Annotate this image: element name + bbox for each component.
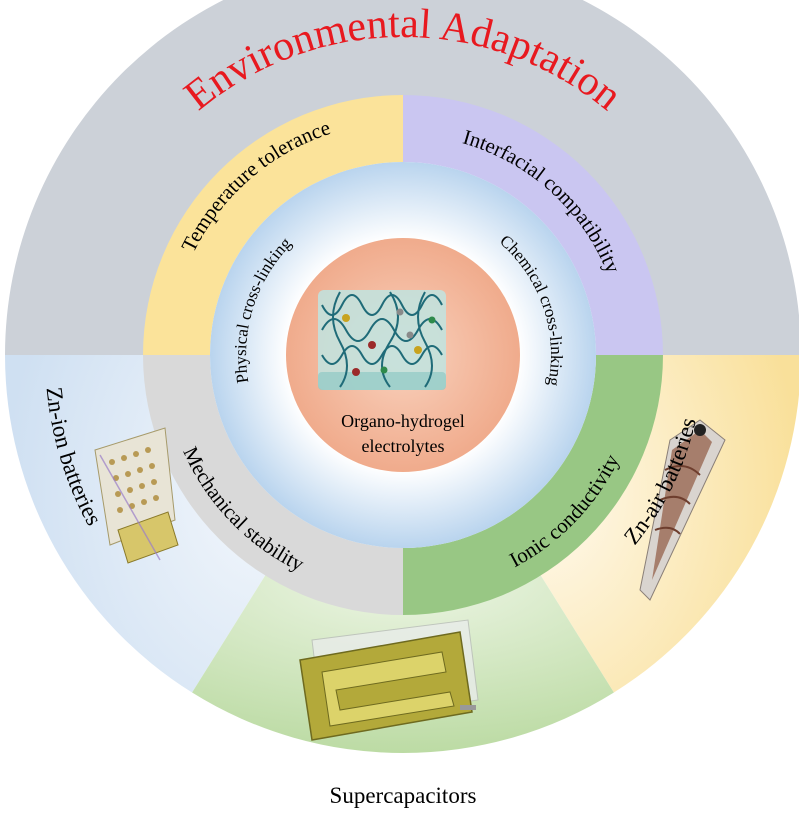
zn-air-battery-icon [639,419,726,601]
hydrogel-network-icon [318,290,446,390]
center-label-line1: Organo-hydrogel [341,411,465,431]
label-supercapacitors: Supercapacitors [330,783,477,808]
supercapacitor-icon [299,619,479,741]
middle-segment-mechanical [143,355,403,615]
center-label-line2: electrolytes [362,436,445,456]
middle-segment-ionic [403,355,663,615]
zn-ion-battery-icon [94,427,179,564]
middle-segment-interfacial [403,95,663,355]
middle-segment-temperature [143,95,403,355]
outer-segment-environmental [5,0,799,355]
